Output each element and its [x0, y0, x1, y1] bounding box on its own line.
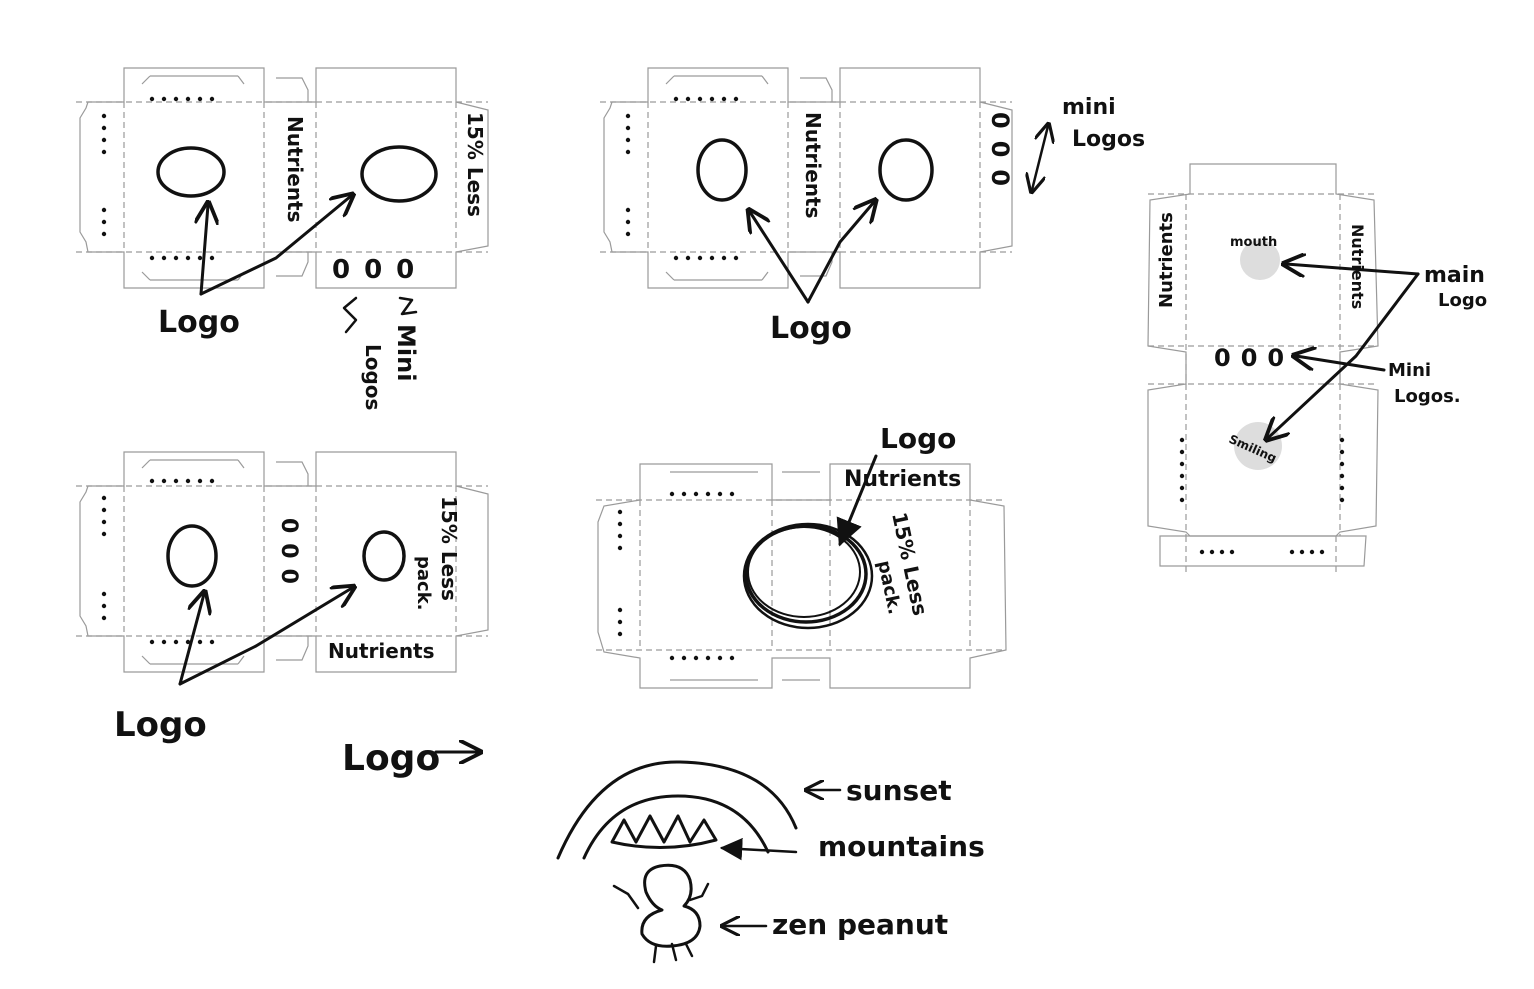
- side-text: Nutrients: [801, 112, 825, 219]
- logo-circle: [747, 526, 861, 618]
- logo-circle: [166, 524, 218, 588]
- corner-text: pack.: [413, 556, 434, 611]
- logo-label: Logo: [114, 705, 207, 745]
- logo-circle: [696, 138, 748, 202]
- sketch-e: Logo Nutrients 15% Less pack.: [596, 422, 1007, 689]
- dot-row: [625, 96, 739, 261]
- main-logo-label: main: [1424, 263, 1485, 288]
- dot-row: [617, 491, 735, 661]
- mini-label: Logos: [361, 344, 385, 410]
- mini-logos: 000: [276, 518, 301, 594]
- mini-label: Mini: [392, 324, 420, 381]
- main-logo-label: Logo: [1438, 290, 1487, 311]
- logo-circle: [360, 145, 438, 203]
- logo-circle: [156, 146, 226, 198]
- side-text: Nutrients: [1348, 224, 1367, 309]
- bottom-text: Nutrients: [328, 639, 435, 663]
- mini-logos: 000: [986, 112, 1014, 198]
- sunset-arc: [582, 794, 770, 860]
- logo-label: Logo: [158, 305, 240, 340]
- corner-text: 15% Less: [463, 112, 487, 217]
- mini-label: Logos: [1072, 127, 1145, 152]
- dot-row: [101, 96, 215, 261]
- logo-label: Logo: [770, 311, 852, 346]
- sunset-label: sunset: [846, 774, 952, 807]
- mountains-icon: [610, 814, 718, 850]
- mountains-label: mountains: [818, 830, 985, 863]
- logo-circle: [362, 530, 406, 582]
- dot-row: [101, 478, 215, 645]
- logo-circle: [744, 524, 868, 624]
- logo-circle: [878, 138, 934, 202]
- logo-legend: Logo: [342, 738, 478, 779]
- sketch-c: Nutrients Nutrients 000 mouth Smiling ma…: [1147, 163, 1487, 576]
- peanut-icon: [640, 863, 702, 948]
- logo-circle: [742, 522, 874, 630]
- side-text: Nutrients: [283, 116, 307, 223]
- sunset-arc: [556, 760, 798, 860]
- mini-label: mini: [1062, 95, 1116, 120]
- mini-logos: 000: [332, 255, 428, 285]
- logo-label: Logo: [342, 738, 440, 779]
- mini-label: Mini: [1388, 360, 1431, 381]
- sketch-a: Nutrients 15% Less 000 Logo Mini Logos: [75, 67, 489, 410]
- logo-circle: [1240, 240, 1280, 280]
- dot-row: [1179, 437, 1345, 555]
- mini-label: Logos.: [1394, 386, 1461, 407]
- peanut-label: zen peanut: [772, 908, 948, 941]
- corner-text: 15% Less: [437, 496, 461, 601]
- mini-logos: 000: [1214, 344, 1294, 372]
- nutrients-label: Nutrients: [844, 467, 961, 492]
- logo-label: Logo: [880, 422, 956, 455]
- sketch-b: Nutrients 000 Logo mini Logos: [599, 67, 1145, 346]
- logo-concept-sketch: sunset mountains zen peanut: [556, 760, 985, 964]
- side-text: Nutrients: [1156, 212, 1177, 308]
- handwritten-note: mouth: [1230, 235, 1277, 250]
- sketch-d: 000 15% Less pack. Nutrients Logo: [75, 451, 489, 745]
